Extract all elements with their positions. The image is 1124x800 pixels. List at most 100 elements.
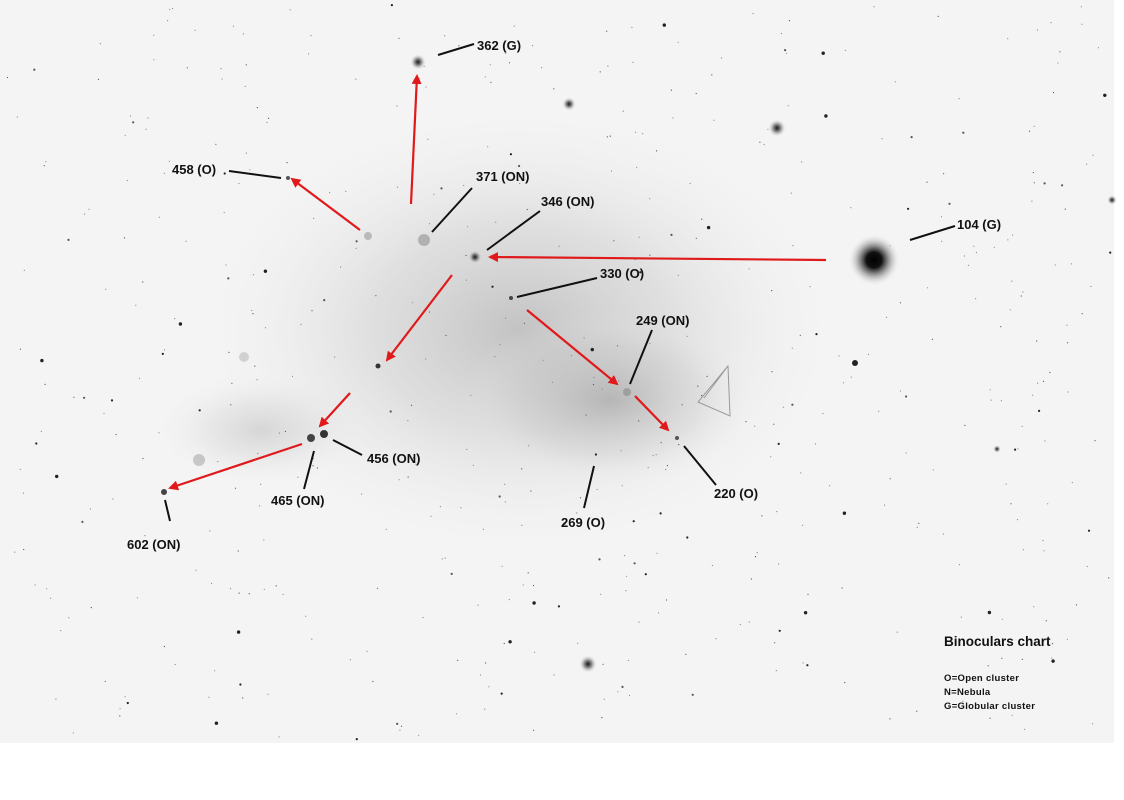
- background-star: [1066, 324, 1068, 326]
- background-star: [1059, 51, 1061, 53]
- leader-330: [516, 277, 598, 298]
- background-star: [987, 665, 989, 667]
- background-star: [701, 218, 703, 220]
- background-star: [1007, 38, 1009, 40]
- background-star: [659, 512, 662, 515]
- background-star: [504, 483, 506, 485]
- background-star: [428, 223, 431, 225]
- background-star: [754, 425, 756, 427]
- background-star: [345, 190, 347, 192]
- background-star: [177, 165, 179, 167]
- background-star: [771, 290, 773, 292]
- background-star: [407, 476, 409, 478]
- background-star: [223, 172, 226, 175]
- leader-371: [431, 187, 473, 233]
- legend-item-open-cluster: O=Open cluster: [944, 673, 1019, 684]
- background-star: [601, 388, 603, 390]
- background-star: [1032, 394, 1034, 396]
- background-star: [784, 49, 787, 52]
- background-star: [701, 395, 703, 397]
- background-star: [841, 587, 843, 589]
- background-star: [214, 670, 216, 672]
- background-star: [242, 33, 244, 35]
- background-star: [494, 356, 496, 358]
- background-star: [878, 410, 880, 412]
- background-star: [427, 138, 429, 140]
- background-star: [142, 457, 144, 460]
- background-star: [398, 37, 400, 39]
- background-star: [147, 117, 149, 119]
- background-star: [167, 20, 169, 22]
- background-star: [158, 432, 160, 434]
- label-220: 220 (O): [714, 486, 758, 501]
- background-star: [1032, 171, 1034, 174]
- label-269: 269 (O): [561, 515, 605, 530]
- background-star: [551, 381, 554, 383]
- background-star: [1081, 23, 1083, 25]
- background-star: [593, 376, 595, 378]
- background-star: [263, 269, 268, 273]
- background-star: [873, 6, 875, 8]
- background-star: [777, 442, 780, 445]
- background-star: [665, 469, 667, 471]
- background-star: [558, 245, 560, 247]
- leader-456: [332, 439, 363, 456]
- background-star: [418, 734, 420, 736]
- background-star: [1061, 184, 1064, 187]
- background-star: [34, 584, 36, 586]
- background-star: [958, 564, 961, 566]
- background-star: [638, 236, 640, 238]
- background-star: [802, 662, 804, 664]
- background-star: [754, 556, 757, 558]
- background-star: [115, 433, 117, 436]
- background-star: [163, 645, 165, 648]
- background-star: [313, 217, 315, 219]
- wing-glow: [150, 370, 370, 490]
- background-star: [1017, 448, 1019, 450]
- background-star: [400, 725, 403, 727]
- background-star: [521, 468, 523, 470]
- background-star: [498, 495, 501, 498]
- background-star: [522, 584, 524, 586]
- background-star: [800, 472, 802, 474]
- background-star: [194, 29, 196, 31]
- background-star: [616, 345, 619, 347]
- background-star: [607, 65, 609, 67]
- background-star: [43, 165, 45, 167]
- background-star: [361, 493, 363, 495]
- background-star: [225, 264, 227, 266]
- background-star: [1052, 91, 1055, 94]
- background-star: [821, 51, 825, 55]
- background-star: [1012, 234, 1014, 236]
- satellite-trail: [697, 364, 731, 417]
- background-star: [418, 77, 420, 79]
- background-star: [124, 134, 126, 136]
- background-star: [697, 385, 699, 387]
- background-star: [161, 352, 164, 355]
- background-star: [81, 520, 84, 524]
- background-star: [883, 504, 886, 506]
- background-star: [553, 88, 555, 90]
- bright-star: [562, 97, 576, 111]
- background-star: [266, 121, 268, 124]
- background-star: [963, 255, 966, 257]
- background-star: [482, 528, 484, 531]
- background-star: [881, 138, 883, 140]
- background-star: [477, 604, 479, 606]
- background-star: [252, 313, 254, 315]
- background-star: [509, 153, 512, 156]
- background-star: [214, 721, 219, 725]
- background-star: [1045, 620, 1047, 622]
- background-star: [656, 552, 658, 554]
- background-star: [601, 717, 603, 719]
- background-star: [221, 78, 223, 80]
- label-249: 249 (ON): [636, 313, 689, 328]
- background-star: [620, 450, 622, 452]
- background-star: [815, 333, 818, 336]
- object-cluster-marker: [364, 232, 372, 240]
- background-star: [658, 612, 660, 614]
- background-star: [1051, 659, 1055, 663]
- background-star: [1070, 263, 1072, 265]
- background-star: [761, 515, 763, 517]
- bright-stars: [562, 97, 1117, 673]
